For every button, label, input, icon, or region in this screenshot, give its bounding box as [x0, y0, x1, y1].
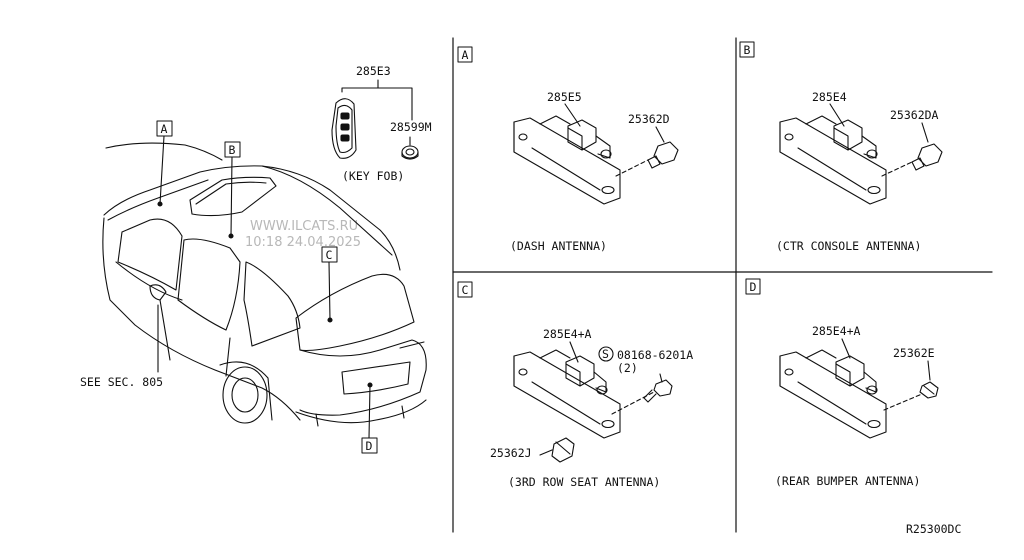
callout-a-label: A	[161, 122, 168, 136]
screw-symbol: S	[598, 346, 614, 362]
panel-a: A 285E5 25362D (DASH ANTENNA)	[457, 46, 679, 253]
vehicle-illustration	[102, 142, 427, 427]
key-fob-icon	[331, 98, 357, 159]
panel-b-tag: B	[744, 43, 751, 57]
console-antenna-bracket-icon	[779, 115, 887, 205]
key-fob-part-label: 285E3	[356, 64, 391, 78]
panel-c: C 285E4+A S 08168-6201A (2) 25362J	[457, 281, 693, 489]
callout-c-label: C	[326, 248, 333, 262]
panel-b: B 285E4 25362DA (CTR CONSOLE ANTENNA)	[739, 41, 943, 253]
callout-b[interactable]: B	[224, 141, 241, 237]
clip-icon	[551, 437, 575, 463]
panel-c-caption: (3RD ROW SEAT ANTENNA)	[508, 475, 660, 489]
panel-c-clip-label: 25362J	[490, 446, 532, 460]
key-fob-caption: (KEY FOB)	[342, 169, 404, 183]
panel-a-tag: A	[462, 48, 469, 62]
watermark-line-1: WWW.ILCATS.RU	[250, 219, 358, 234]
key-fob-group: 285E3 28599M (KEY FOB)	[331, 64, 432, 183]
panel-d: D 285E4+A 25362E (REAR BUMPER ANTENNA)	[745, 278, 939, 488]
panel-a-bracket-label: 285E5	[547, 90, 582, 104]
panel-a-screw-label: 25362D	[628, 112, 670, 126]
callout-a[interactable]: A	[156, 120, 173, 205]
panel-b-caption: (CTR CONSOLE ANTENNA)	[776, 239, 921, 253]
panel-c-bracket-label: 285E4+A	[543, 327, 592, 341]
panel-c-screw-label: 08168-6201A	[617, 348, 693, 362]
clip-icon	[919, 381, 939, 399]
screw-icon	[647, 141, 679, 169]
panel-c-tag: C	[462, 283, 469, 297]
key-ring-icon	[401, 145, 419, 160]
key-ring-part-label: 28599M	[390, 120, 432, 134]
diagram-ref-code: R25300DC	[906, 522, 961, 536]
panel-d-tag: D	[750, 280, 757, 294]
screw-icon	[911, 143, 943, 171]
panel-d-clip-label: 25362E	[893, 346, 935, 360]
bolt-icon	[643, 379, 673, 403]
third-row-antenna-bracket-icon	[513, 349, 621, 439]
callout-b-label: B	[229, 143, 236, 157]
panel-b-bracket-label: 285E4	[812, 90, 847, 104]
watermark-line-2: 10:18 24.04.2025	[245, 235, 361, 250]
panel-c-screw-symbol: S	[602, 347, 609, 361]
callout-c[interactable]: C	[321, 246, 338, 321]
rear-bumper-antenna-bracket-icon	[779, 349, 887, 439]
panel-b-screw-label: 25362DA	[890, 108, 939, 122]
panel-a-caption: (DASH ANTENNA)	[510, 239, 607, 253]
callout-d[interactable]: D	[361, 384, 378, 454]
panel-grid	[452, 37, 993, 533]
panel-c-screw-qty: (2)	[617, 361, 638, 375]
panel-d-bracket-label: 285E4+A	[812, 324, 861, 338]
watermark: WWW.ILCATS.RU 10:18 24.04.2025	[245, 219, 361, 250]
see-section-label: SEE SEC. 805	[80, 375, 163, 389]
callout-d-label: D	[366, 439, 373, 453]
see-section-ref[interactable]: SEE SEC. 805	[80, 304, 163, 389]
dash-antenna-bracket-icon	[513, 115, 621, 205]
panel-d-caption: (REAR BUMPER ANTENNA)	[775, 474, 920, 488]
